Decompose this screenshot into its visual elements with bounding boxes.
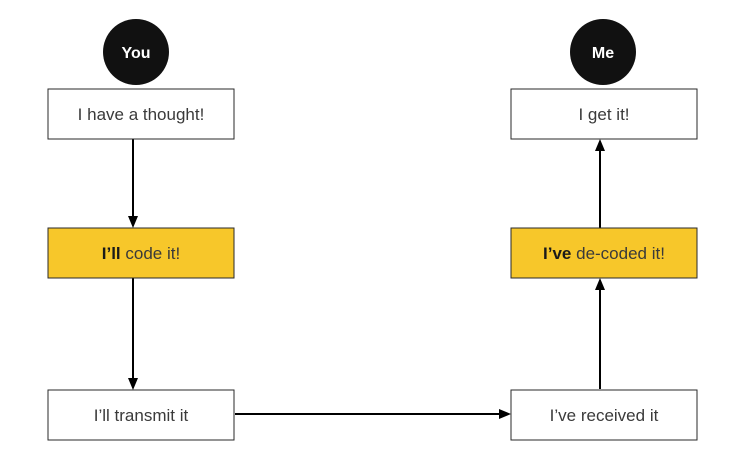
node-encode-bold: I’ll <box>102 244 121 263</box>
node-encode-label: I’ll code it! <box>102 244 180 263</box>
actor-you-badge: You <box>103 19 169 85</box>
arrowhead-decode <box>595 278 605 290</box>
actor-you-label: You <box>121 45 150 62</box>
node-thought: I have a thought! <box>47 88 235 140</box>
arrowhead-encode <box>128 216 138 228</box>
node-encode-text: code it! <box>121 244 181 263</box>
node-transmit-label: I’ll transmit it <box>94 406 189 425</box>
node-thought-label: I have a thought! <box>78 105 205 124</box>
arrowhead-transmit <box>128 378 138 390</box>
node-transmit: I’ll transmit it <box>47 389 235 441</box>
arrowhead-receive <box>499 409 511 419</box>
node-receive: I’ve received it <box>510 389 698 441</box>
node-encode: I’ll code it! <box>47 227 235 279</box>
node-decode-label: I’ve de-coded it! <box>543 244 665 263</box>
arrowhead-understand <box>595 139 605 151</box>
node-understand: I get it! <box>510 88 698 140</box>
actor-me-label: Me <box>592 45 614 62</box>
actor-me-badge: Me <box>570 19 636 85</box>
node-decode-text: de-coded it! <box>571 244 665 263</box>
node-understand-label: I get it! <box>578 105 629 124</box>
node-receive-label: I’ve received it <box>550 406 659 425</box>
node-decode-bold: I’ve <box>543 244 571 263</box>
node-decode: I’ve de-coded it! <box>510 227 698 279</box>
edges <box>128 139 605 419</box>
